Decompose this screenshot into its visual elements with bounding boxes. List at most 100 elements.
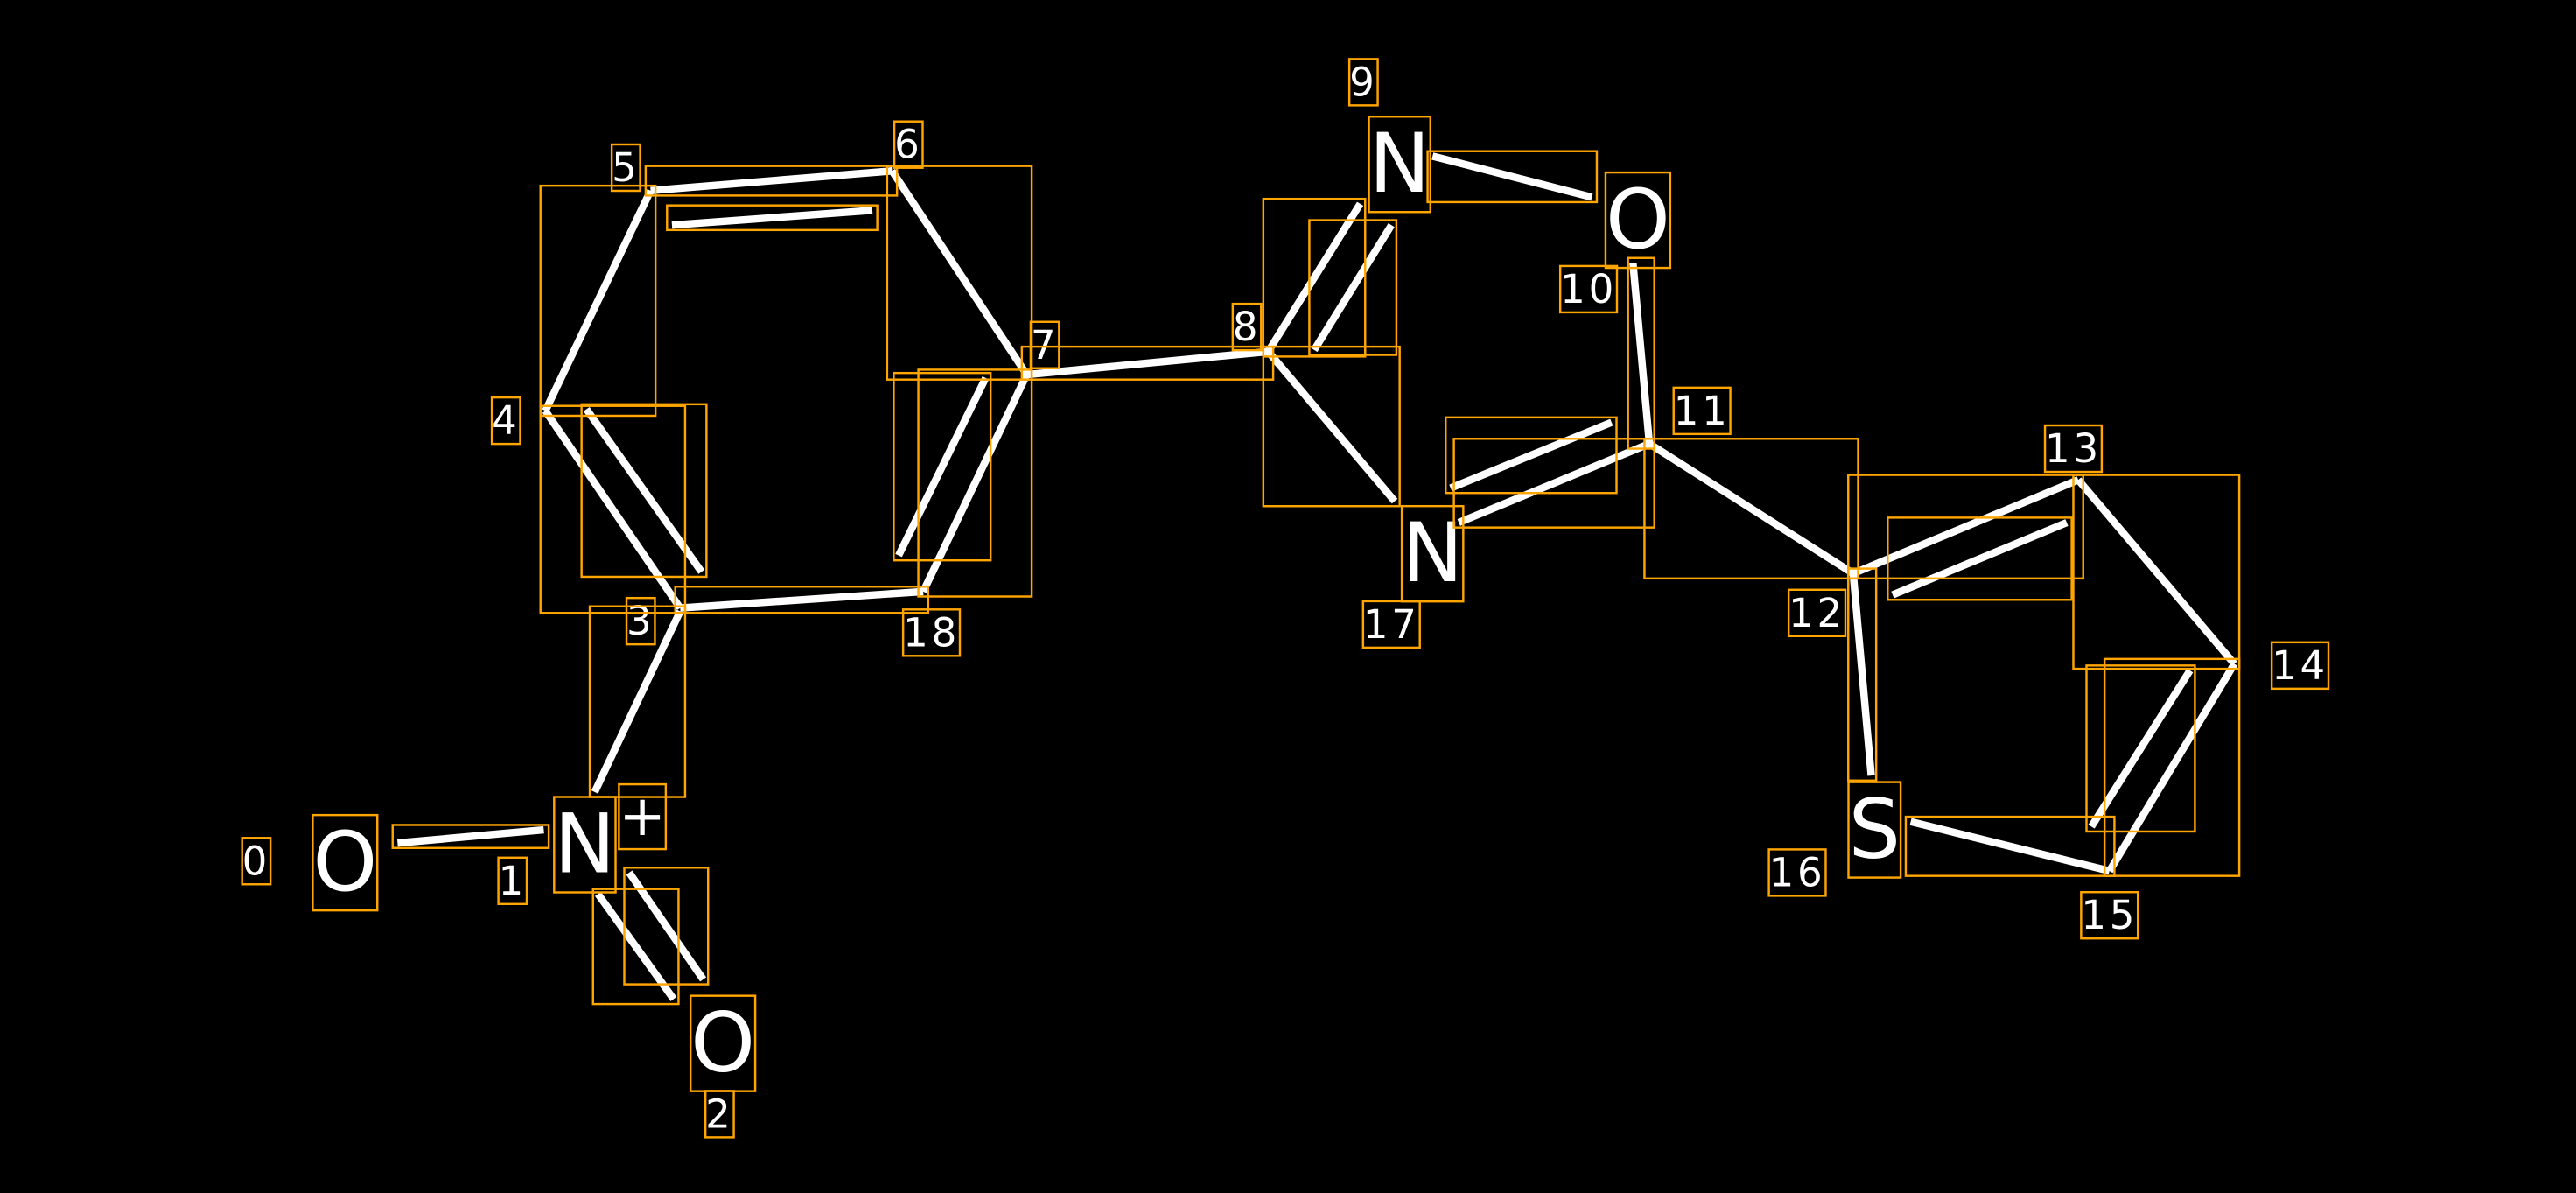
bond-18-3 bbox=[680, 587, 924, 612]
bond-3-4 bbox=[542, 408, 683, 611]
atom-9-symbol: N bbox=[1369, 116, 1431, 212]
atom-index-12-box bbox=[1787, 588, 1847, 637]
bond-10-11-box bbox=[1627, 256, 1656, 450]
atom-1-symbol-box bbox=[553, 796, 617, 894]
atom-9-symbol-box bbox=[1368, 116, 1432, 214]
bond-11-17-box bbox=[1452, 438, 1656, 529]
bond-5-6 bbox=[650, 167, 892, 194]
bond-13-14 bbox=[2075, 477, 2237, 667]
bond-8-9 bbox=[1264, 201, 1364, 354]
atom-index-10: 10 bbox=[1560, 266, 1617, 312]
atom-index-4: 4 bbox=[492, 397, 520, 444]
bond-15-16-box bbox=[1904, 815, 2116, 877]
atom-index-9-box bbox=[1348, 58, 1379, 107]
atom-index-17: 17 bbox=[1363, 601, 1420, 648]
bond-12-13-box bbox=[1847, 474, 2084, 580]
atom-index-3-box bbox=[625, 596, 656, 646]
atom-index-1: 1 bbox=[499, 858, 527, 904]
bond-7-8-box bbox=[1020, 345, 1275, 381]
bond-15-16 bbox=[1909, 818, 2110, 875]
atom-index-16: 16 bbox=[1769, 849, 1826, 895]
atom-index-13-box bbox=[2043, 424, 2104, 474]
bond-1-2-double-box bbox=[623, 867, 710, 986]
bond-7-18-double-box bbox=[892, 371, 992, 562]
atom-index-7: 7 bbox=[1031, 322, 1059, 368]
bond-14-15-double bbox=[2088, 668, 2194, 829]
atom-index-2-box bbox=[704, 1090, 735, 1139]
atom-index-10-box bbox=[1558, 264, 1619, 314]
bond-14-15 bbox=[2106, 662, 2238, 874]
bond-16-12 bbox=[1849, 572, 1875, 776]
bond-3-4-box bbox=[539, 404, 687, 614]
bond-1-3 bbox=[591, 609, 684, 794]
bond-8-9-double bbox=[1311, 222, 1395, 353]
atom-index-6: 6 bbox=[894, 122, 922, 168]
bond-3-4-double-box bbox=[580, 403, 708, 579]
atom-10-symbol-box bbox=[1604, 171, 1672, 270]
atom-index-7-box bbox=[1029, 320, 1060, 369]
bond-1-2-box bbox=[592, 888, 680, 1006]
atoms: O N + O N O S N bbox=[312, 116, 1900, 1091]
atom-index-8-box bbox=[1231, 302, 1263, 352]
bond-14-15-double-box bbox=[2085, 664, 2196, 833]
atom-index-6-box bbox=[892, 120, 924, 169]
bond-18-3-box bbox=[674, 586, 930, 614]
atom-0-symbol-box bbox=[312, 813, 379, 912]
bond-1-3-box bbox=[588, 605, 687, 798]
atom-index-18-box bbox=[901, 608, 962, 657]
bond-11-12-box bbox=[1643, 438, 1859, 580]
bond-7-18-double bbox=[895, 375, 990, 558]
bond-0-1-box bbox=[391, 824, 550, 849]
atom-index-2: 2 bbox=[705, 1091, 733, 1137]
atom-index-3: 3 bbox=[626, 598, 654, 644]
bond-16-12-box bbox=[1847, 567, 1878, 782]
atom-index-5-box bbox=[610, 143, 641, 193]
bond-12-13-double bbox=[1891, 519, 2068, 599]
atom-index-18: 18 bbox=[903, 609, 960, 656]
atom-index-4-box bbox=[490, 396, 522, 446]
bond-1-2 bbox=[594, 891, 677, 1001]
atom-indices: 0 1 2 3 4 5 6 7 8 9 10 11 12 13 14 15 16… bbox=[242, 59, 2328, 1137]
atom-index-11-box bbox=[1672, 386, 1732, 436]
bond-11-17-double bbox=[1449, 418, 1614, 492]
atom-index-1-box bbox=[497, 856, 528, 906]
atom-index-5: 5 bbox=[612, 144, 640, 191]
bond-12-13-double-box bbox=[1886, 516, 2073, 601]
bounding-boxes bbox=[241, 58, 2330, 1139]
atom-0-symbol: O bbox=[312, 815, 377, 910]
atom-2-symbol: O bbox=[690, 996, 755, 1091]
bond-4-5-box bbox=[539, 184, 657, 418]
bond-14-15-box bbox=[2103, 657, 2241, 877]
atom-index-15: 15 bbox=[2081, 892, 2138, 938]
atom-16-symbol-box bbox=[1847, 781, 1902, 879]
bond-8-17-box bbox=[1262, 345, 1401, 508]
bonds bbox=[396, 152, 2238, 1001]
bond-10-11 bbox=[1629, 263, 1654, 445]
bond-9-10 bbox=[1432, 152, 1593, 201]
bond-6-7 bbox=[888, 168, 1030, 377]
atom-index-17-box bbox=[1362, 600, 1421, 649]
atom-index-9: 9 bbox=[1349, 59, 1377, 105]
bond-8-9-double-box bbox=[1308, 219, 1398, 356]
atom-16-symbol: S bbox=[1848, 782, 1900, 878]
atom-index-0-box bbox=[241, 837, 272, 886]
bond-11-17-double-box bbox=[1445, 416, 1618, 495]
atom-1-symbol: N bbox=[554, 797, 615, 892]
bond-8-9-box bbox=[1262, 197, 1367, 358]
bond-12-13 bbox=[1852, 476, 2080, 578]
atom-1-charge: + bbox=[619, 784, 665, 849]
atom-10-symbol: O bbox=[1606, 172, 1670, 268]
atom-index-14: 14 bbox=[2272, 642, 2328, 689]
bond-7-8 bbox=[1026, 347, 1269, 379]
bond-11-12 bbox=[1647, 440, 1856, 577]
bond-9-10-box bbox=[1426, 150, 1599, 204]
bond-5-6-double bbox=[671, 207, 873, 229]
bond-13-14-box bbox=[2072, 474, 2241, 670]
atom-index-11: 11 bbox=[1674, 388, 1731, 434]
bond-11-17 bbox=[1457, 439, 1651, 526]
bond-5-6-box bbox=[644, 165, 899, 197]
atom-index-15-box bbox=[2080, 890, 2139, 940]
atom-17-symbol-box bbox=[1400, 504, 1465, 603]
